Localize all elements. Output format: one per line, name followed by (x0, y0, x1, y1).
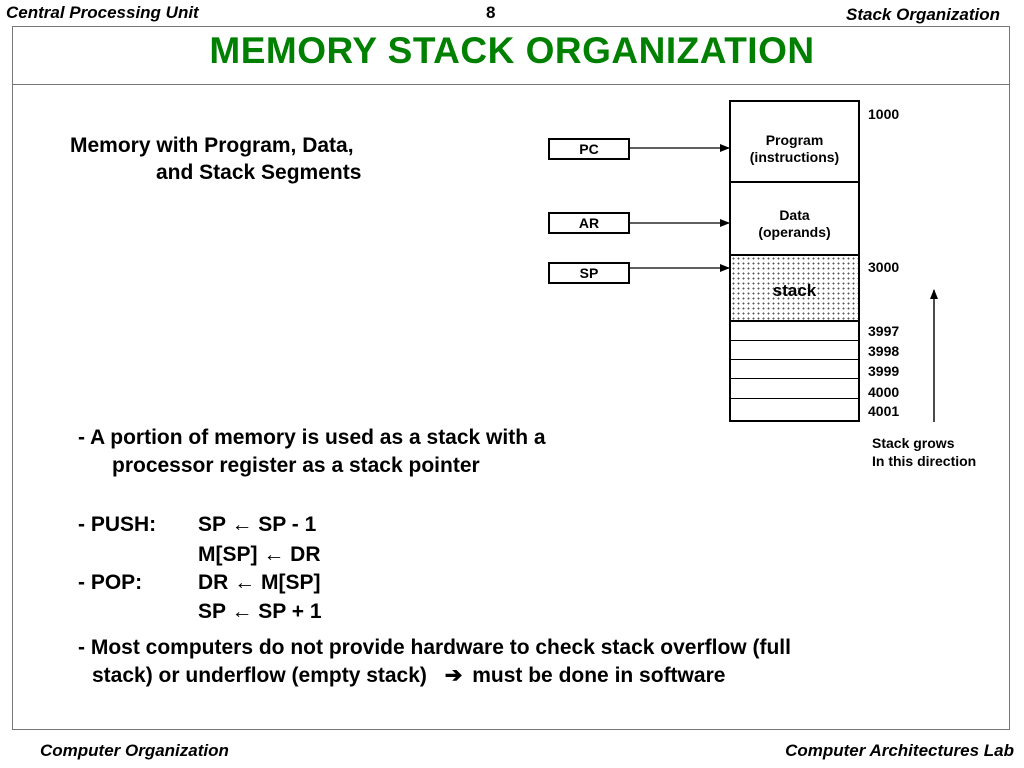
overflow-line2: stack) or underflow (empty stack) ➔ must… (92, 662, 725, 690)
pop-label: - POP: (78, 571, 143, 594)
header-section: Stack Organization (846, 5, 1000, 24)
diagram-caption-line1: Memory with Program, Data, (70, 134, 354, 157)
data-segment: Data (operands) (731, 183, 858, 256)
address-1000: 1000 (868, 106, 900, 122)
slide-frame (12, 26, 1010, 730)
diagram-caption: Memory with Program, Data, and Stack Seg… (70, 132, 361, 186)
address-4000: 4000 (868, 384, 900, 400)
portion-line1: - A portion of memory is used as a stack… (78, 426, 546, 449)
stack-grows-line2: In this direction (872, 453, 977, 469)
memory-cell (731, 379, 858, 399)
register-ar: AR (548, 212, 630, 234)
overflow-line2-start: stack) or underflow (empty stack) (92, 664, 427, 687)
portion-line2: processor register as a stack pointer (112, 454, 480, 477)
stack-segment: stack (731, 256, 858, 322)
program-segment-label: Program (765, 132, 824, 148)
memory-cell (731, 360, 858, 379)
pop-op2: SP ← SP + 1 (198, 600, 322, 623)
pop-op1: DR ← M[SP] (198, 571, 321, 594)
title-bar (12, 26, 1010, 85)
push-label: - PUSH: (78, 513, 157, 536)
footer-right: Computer Architectures Lab (785, 741, 1014, 760)
program-segment-sublabel: (instructions) (749, 149, 840, 165)
header-course-topic: Central Processing Unit (6, 3, 199, 22)
register-pc: PC (548, 138, 630, 160)
data-segment-label: Data (779, 207, 810, 223)
address-3997: 3997 (868, 323, 900, 339)
address-3000: 3000 (868, 259, 900, 275)
diagram-caption-line2: and Stack Segments (156, 161, 362, 184)
memory-cell (731, 322, 858, 341)
address-3998: 3998 (868, 343, 900, 359)
stack-segment-label: stack (772, 281, 817, 300)
memory-block: Program (instructions) Data (operands) s… (729, 100, 860, 422)
register-sp: SP (548, 262, 630, 284)
address-4001: 4001 (868, 403, 900, 419)
slide-title: MEMORY STACK ORGANIZATION (209, 30, 815, 71)
program-segment: Program (instructions) (731, 102, 858, 183)
footer-left: Computer Organization (40, 741, 229, 760)
stack-grows-note: Stack grows In this direction (872, 434, 976, 470)
right-arrow-icon: ➔ (444, 664, 463, 687)
overflow-line1: - Most computers do not provide hardware… (78, 636, 791, 659)
page-number: 8 (486, 3, 496, 22)
stack-grows-line1: Stack grows (872, 435, 955, 451)
memory-cell (731, 341, 858, 360)
push-op1: SP ← SP - 1 (198, 513, 317, 536)
push-op2: M[SP] ← DR (198, 543, 321, 566)
data-segment-sublabel: (operands) (758, 224, 831, 240)
address-3999: 3999 (868, 363, 900, 379)
overflow-line2-end: must be done in software (472, 664, 726, 687)
